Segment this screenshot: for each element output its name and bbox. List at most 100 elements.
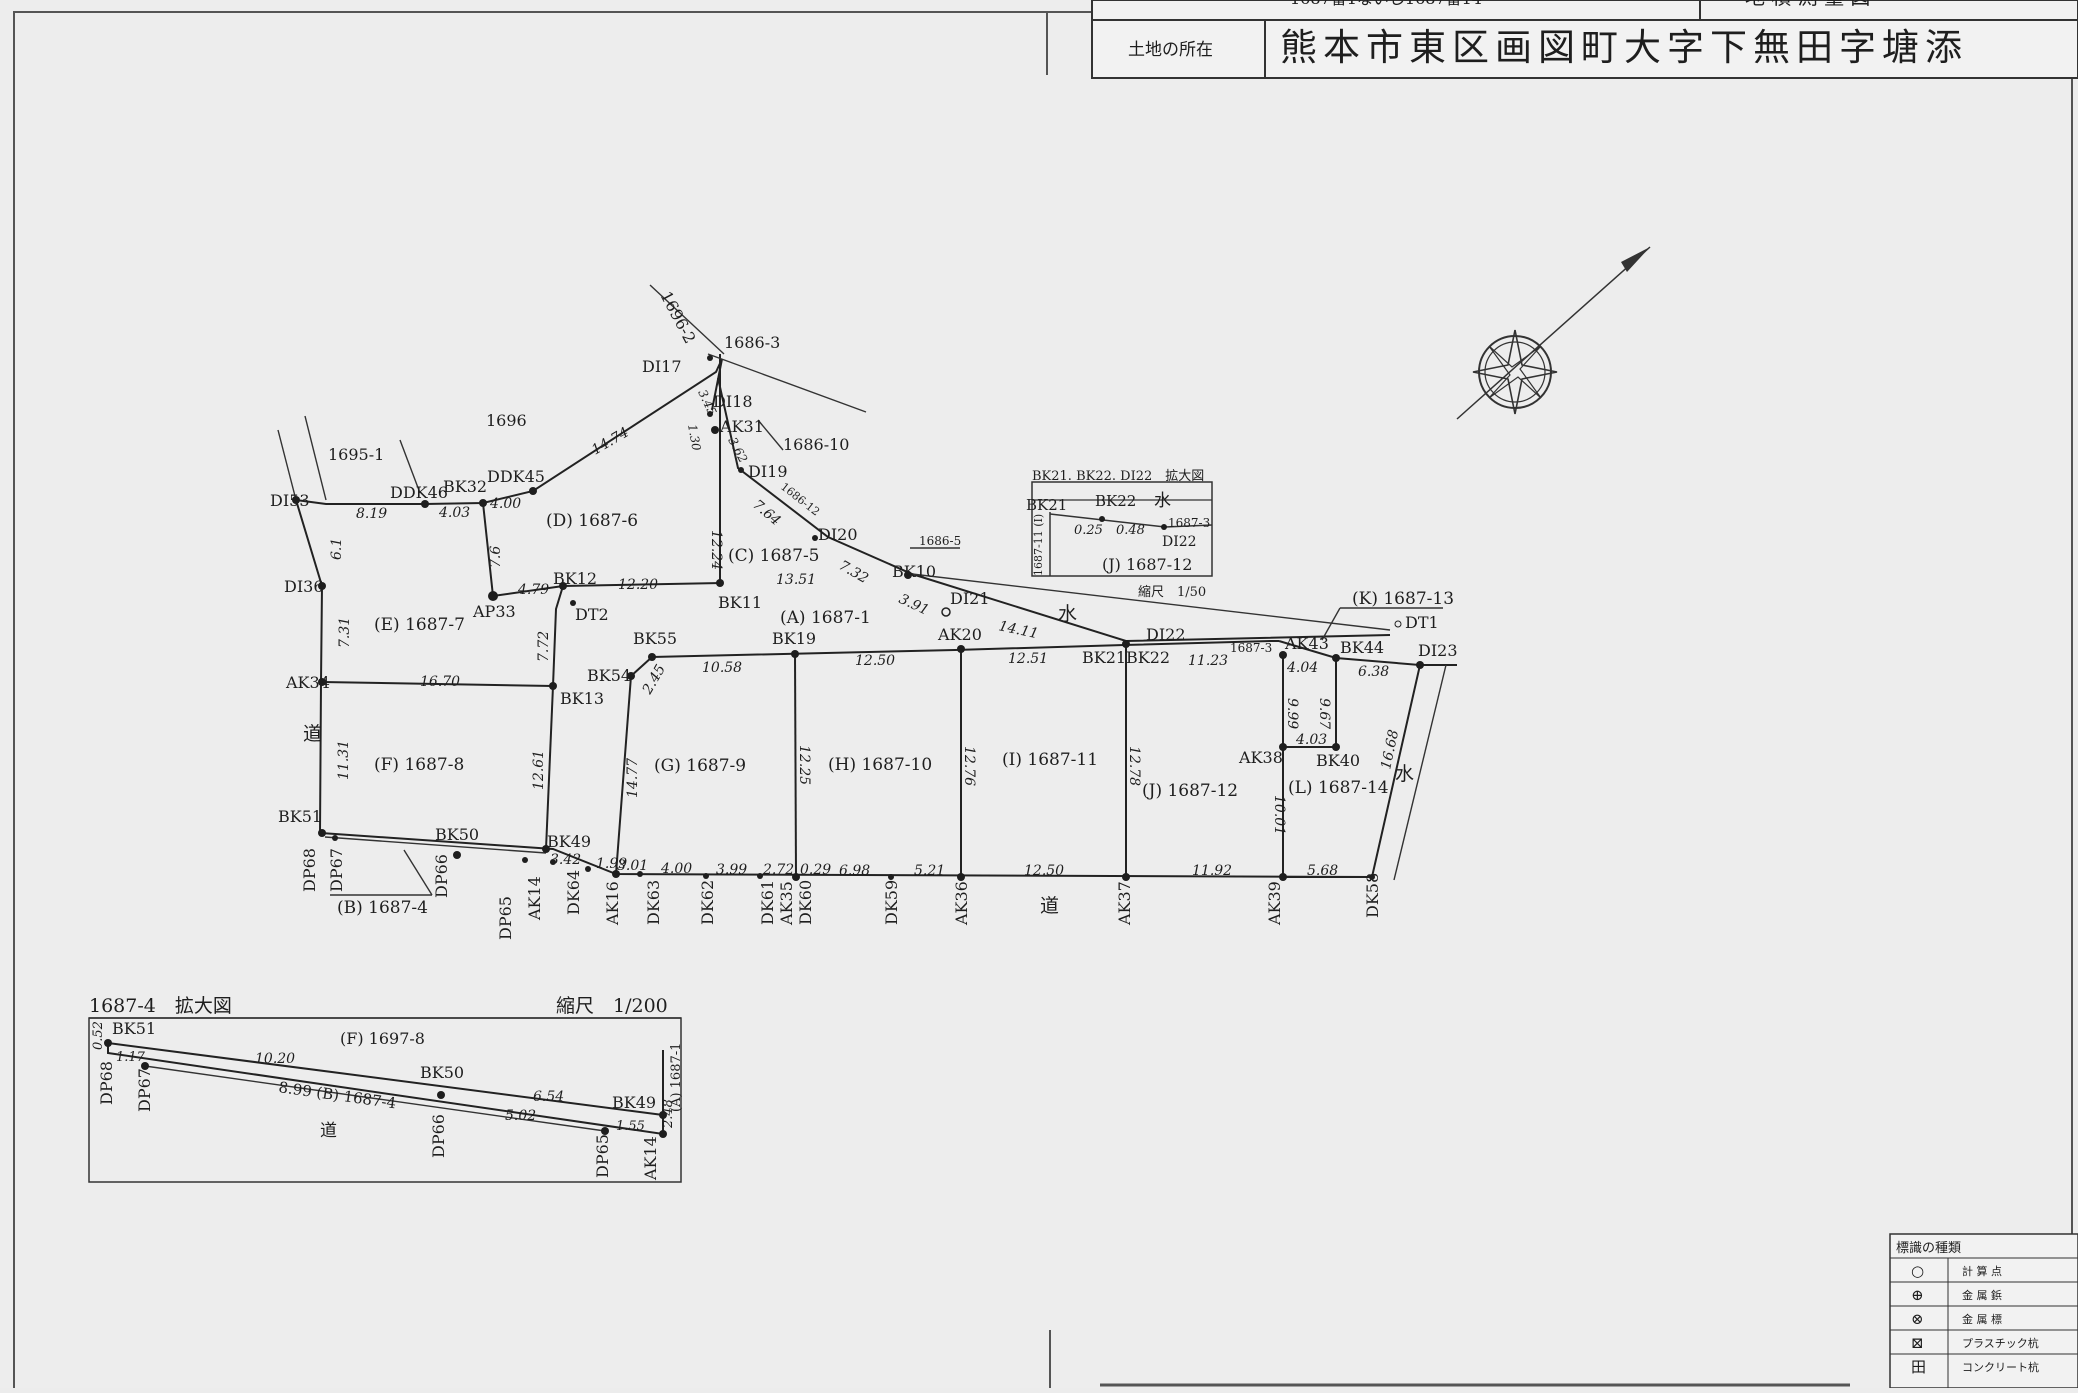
point-bk13 [549, 682, 557, 690]
dim-3-42: 3.42 [550, 852, 581, 868]
label-bk12: BK12 [553, 569, 597, 588]
neighbor-1695-1: 1695-1 [328, 445, 384, 464]
inset-point-bk49 [659, 1111, 667, 1119]
dim-14-77: 14.77 [625, 758, 641, 798]
point-bk12 [559, 582, 567, 590]
inset-dim-10-20: 10.20 [255, 1051, 295, 1067]
inset-bk-d025: 0.25 [1074, 523, 1103, 538]
legend-symbol-4: 田 [1911, 1358, 1926, 1376]
inset-point-ak14 [659, 1130, 667, 1138]
bottom-point-labels: DP68 DP67 DP66 DP65 AK14 DK64 AK16 DK63 … [300, 848, 1382, 940]
inset-label-ak14: AK14 [641, 1136, 660, 1181]
label-dk61: DK61 [758, 880, 777, 925]
inset-1687-4-outline [107, 1043, 664, 1136]
line-1696-ddk46 [399, 439, 421, 494]
label-dp68: DP68 [300, 848, 319, 892]
dim-12-20: 12.20 [618, 577, 658, 593]
dim-12-61: 12.61 [531, 750, 547, 790]
point-dt1 [1394, 620, 1402, 628]
label-dk63: DK63 [644, 880, 663, 925]
point-ak34 [318, 678, 326, 686]
point-ak16 [612, 870, 620, 878]
west-boundary [295, 499, 324, 834]
label-di20: DI20 [818, 525, 858, 544]
title-block: 1687番1ないし1687番14 地 積 測 量 図 土地の所在 熊本市東区画図… [1091, 0, 2078, 79]
parcel-e: (E) 1687-7 [374, 615, 465, 635]
inset-label-dp65: DP65 [593, 1134, 612, 1178]
point-di19 [738, 467, 744, 473]
legend-symbol-0: ○ [1911, 1262, 1924, 1280]
inset-side-parcel: (A) 1687-1 [669, 1043, 684, 1112]
inset-bk-scale: 縮尺 1/50 [1138, 584, 1206, 600]
water-mark-2: 水 [1395, 763, 1414, 785]
dim-12-25: 12.25 [796, 745, 812, 785]
parcel-l: (L) 1687-14 [1288, 778, 1389, 798]
label-ak20: AK20 [937, 625, 982, 644]
inset-bk-parcel: (J) 1687-12 [1102, 555, 1192, 574]
point-di21 [941, 607, 951, 617]
point-dt2 [570, 600, 576, 606]
label-ak38: AK38 [1238, 748, 1283, 767]
document-title: 地 積 測 量 図 [1745, 0, 1870, 9]
line-road-east [1393, 664, 1447, 881]
dim-7-31: 7.31 [337, 617, 353, 648]
dim-6-98: 6.98 [839, 863, 870, 879]
line-1686-10 [757, 419, 784, 451]
inset-label-dp67: DP67 [135, 1068, 154, 1112]
point-di23 [1416, 661, 1424, 669]
point-di17 [707, 355, 713, 361]
label-bk10: BK10 [892, 562, 936, 581]
point-bk54 [627, 672, 635, 680]
label-bk44: BK44 [1340, 638, 1384, 657]
label-ddk45: DDK45 [487, 467, 545, 486]
inset-dim-0-52: 0.52 [91, 1021, 106, 1050]
parcel-b: (B) 1687-4 [337, 898, 428, 918]
legend-title: 標識の種類 [1896, 1240, 1961, 1256]
inset-point-bk51 [104, 1039, 112, 1047]
dim-2-72: 2.72 [762, 862, 794, 878]
marker-legend: 標識の種類 ○ 計 算 点 ⊕ 金 属 鋲 ⊗ 金 属 標 ⊠ プラスチック杭 … [1889, 1233, 2078, 1389]
neighbor-1696: 1696 [486, 411, 527, 430]
legend-label-2: 金 属 標 [1962, 1312, 2002, 1326]
point-dk58 [1369, 874, 1375, 880]
label-di36: DI36 [284, 577, 324, 596]
inset-1687-4-scale: 縮尺 1/200 [556, 995, 668, 1017]
point-bk55 [648, 653, 656, 661]
point-di36 [318, 582, 326, 590]
label-dt1: DT1 [1405, 613, 1439, 632]
legend-label-1: 金 属 鋲 [1962, 1288, 2002, 1302]
label-bk55: BK55 [633, 629, 677, 648]
line-bk32-ap33-bk11 [482, 502, 723, 598]
point-labels: DI53 DDK46 BK32 DDK45 DI36 AK34 BK51 AP3… [270, 357, 1458, 851]
dim-0-29: 0.29 [800, 862, 831, 878]
location-value: 熊本市東区画図町大字下無田字塘添 [1280, 26, 1968, 69]
water-mark: 水 [1058, 603, 1077, 625]
inset-bk-frame [1031, 481, 1213, 577]
label-ak37: AK37 [1115, 881, 1134, 926]
point-dk61 [757, 873, 763, 879]
legend-frame [1889, 1233, 2078, 1389]
point-bk19 [791, 650, 799, 658]
inset-dim-1-17: 1.17 [116, 1050, 146, 1065]
inset-label-bk51: BK51 [112, 1019, 156, 1038]
south-boundary [320, 832, 1373, 878]
dim-12-50b: 12.50 [1024, 863, 1064, 879]
label-dk64: DK64 [564, 870, 583, 915]
label-dk58: DK58 [1363, 873, 1382, 918]
line-ditch-water [717, 377, 1391, 643]
legend-symbol-2: ⊗ [1911, 1310, 1924, 1328]
inset-bk-water: 水 [1154, 491, 1171, 511]
line-1695-1-a [277, 429, 297, 501]
neighbor-1687-3: 1687-3 [1230, 641, 1272, 655]
label-di21: DI21 [950, 589, 990, 608]
inset-1687-4-inner [144, 1065, 606, 1132]
point-dp65 [522, 857, 528, 863]
point-bk44 [1332, 654, 1340, 662]
dim-3-01: 3.01 [617, 858, 648, 874]
survey-points [292, 355, 1424, 881]
line-ak34-bk13 [321, 681, 554, 687]
label-bk11: BK11 [718, 593, 762, 612]
dim-12-50: 12.50 [855, 653, 895, 669]
point-bk11 [716, 579, 724, 587]
